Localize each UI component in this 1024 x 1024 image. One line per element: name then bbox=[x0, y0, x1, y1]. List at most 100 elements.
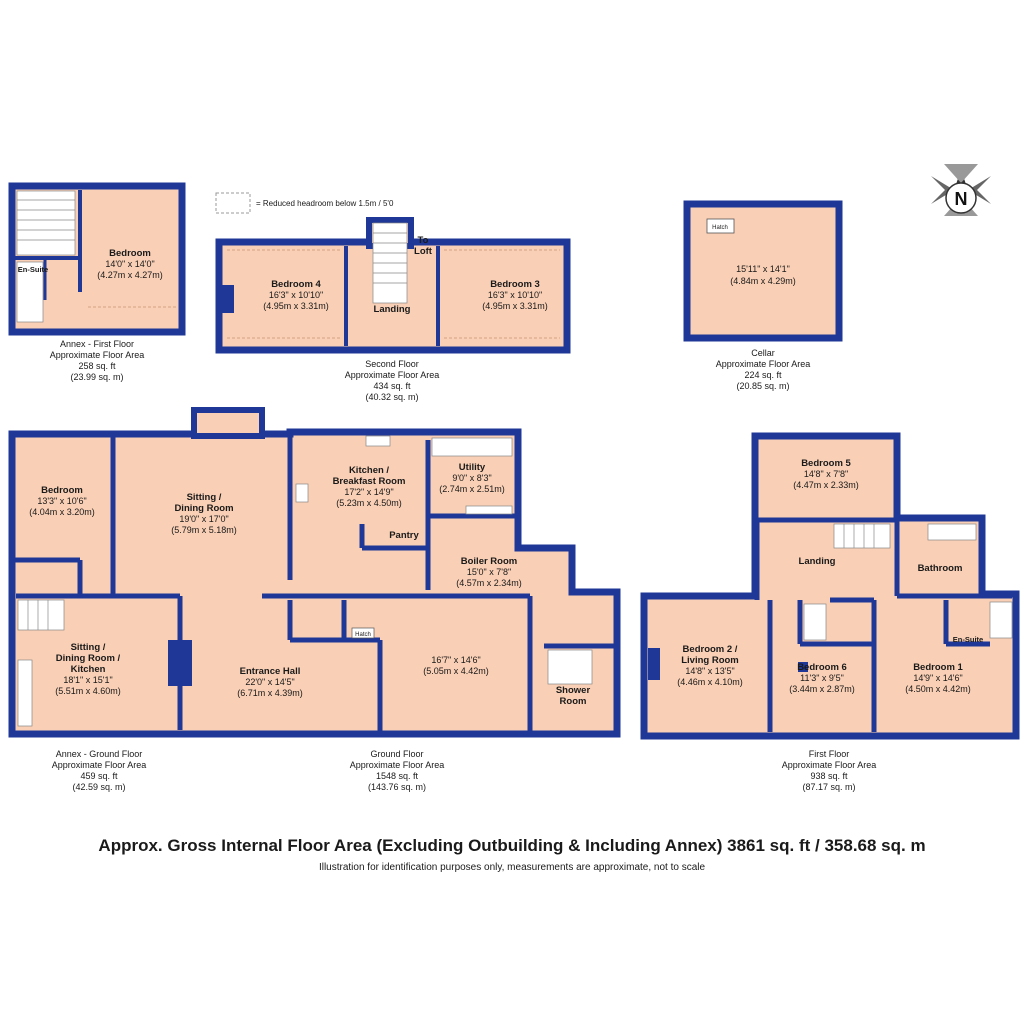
label-ground_floor-kitchen-metric: (5.23m x 4.50m) bbox=[336, 498, 402, 508]
compass-icon: N bbox=[931, 164, 991, 216]
label-second_floor-bedroom3-metric: (4.95m x 3.31m) bbox=[482, 301, 548, 311]
label-cellar-metric: (4.84m x 4.29m) bbox=[730, 276, 796, 286]
label-first_floor-bedroom2-name1: Bedroom 2 / bbox=[683, 644, 738, 655]
label-first_floor-caption-0: First Floor bbox=[809, 749, 850, 759]
compass-label: N bbox=[955, 189, 968, 209]
label-ground_floor-annex_kitchen-metric: (5.51m x 4.60m) bbox=[55, 686, 121, 696]
label-first_floor-ensuite: En-Suite bbox=[953, 635, 983, 644]
label-first_floor-bedroom2-imperial: 14'8" x 13'5" bbox=[685, 666, 734, 676]
label-second_floor-bedroom4-name: Bedroom 4 bbox=[271, 279, 321, 290]
label-ground_floor-shower-name2: Room bbox=[560, 696, 587, 707]
label-first_floor-bedroom1-metric: (4.50m x 4.42m) bbox=[905, 684, 971, 694]
label-ground_floor-boiler-imperial: 15'0" x 7'8" bbox=[467, 567, 511, 577]
label-second_floor-bedroom3-imperial: 16'3" x 10'10" bbox=[488, 290, 542, 300]
label-first_floor-caption-1: Approximate Floor Area bbox=[782, 760, 877, 770]
label-ground_floor-bedroom-metric: (4.04m x 3.20m) bbox=[29, 507, 95, 517]
label-annex_first-caption-3: (23.99 sq. m) bbox=[70, 372, 123, 382]
label-annex_first-caption-1: Approximate Floor Area bbox=[50, 350, 145, 360]
label-ground_floor-shower-name1: Shower bbox=[556, 685, 591, 696]
stairs-icon bbox=[16, 190, 76, 256]
label-ground_floor-sitting_dining-metric: (5.79m x 5.18m) bbox=[171, 525, 237, 535]
label-ground_floor-boiler-name: Boiler Room bbox=[461, 556, 517, 567]
label-second_floor-caption-0: Second Floor bbox=[365, 359, 419, 369]
label-ground_floor-entrance-name: Entrance Hall bbox=[240, 666, 301, 677]
label-ground_floor-annex_caption-3: (42.59 sq. m) bbox=[72, 782, 125, 792]
label-first_floor-landing: Landing bbox=[799, 556, 836, 567]
legend-text: = Reduced headroom below 1.5m / 5'0 bbox=[256, 199, 394, 208]
label-ground_floor-kitchen-imperial: 17'2" x 14'9" bbox=[344, 487, 393, 497]
label-cellar-caption-3: (20.85 sq. m) bbox=[736, 381, 789, 391]
label-first_floor-bedroom5-metric: (4.47m x 2.33m) bbox=[793, 480, 859, 490]
label-second_floor-caption-2: 434 sq. ft bbox=[373, 381, 411, 391]
label-cellar-caption-1: Approximate Floor Area bbox=[716, 359, 811, 369]
cellar: Hatch 15'11" x 14'1" (4.84m x 4.29m) Cel… bbox=[683, 200, 843, 391]
label-ground_floor-sitting_dining-name1: Sitting / bbox=[187, 492, 222, 503]
label-second_floor-bedroom4-imperial: 16'3" x 10'10" bbox=[269, 290, 323, 300]
label-first_floor-bedroom5-imperial: 14'8" x 7'8" bbox=[804, 469, 848, 479]
label-ground_floor-boiler-metric: (4.57m x 2.34m) bbox=[456, 578, 522, 588]
disclaimer: Illustration for identification purposes… bbox=[318, 862, 706, 873]
first-floor: Bedroom 5 14'8" x 7'8" (4.47m x 2.33m) L… bbox=[640, 432, 1020, 792]
annex-bedroom-metric: (4.27m x 4.27m) bbox=[97, 270, 163, 280]
label-cellar-caption-2: 224 sq. ft bbox=[744, 370, 782, 380]
label-ground_floor-hatch: Hatch bbox=[355, 632, 371, 638]
label-ground_floor-kitchen-name1: Kitchen / bbox=[349, 465, 389, 476]
label-first_floor-bedroom1-name: Bedroom 1 bbox=[913, 662, 963, 673]
label-ground_floor-annex_caption-0: Annex - Ground Floor bbox=[56, 749, 143, 759]
label-first_floor-bathroom: Bathroom bbox=[918, 563, 963, 574]
label-ground_floor-room-imperial: 16'7" x 14'6" bbox=[431, 655, 480, 665]
label-cellar-hatch: Hatch bbox=[712, 225, 728, 231]
label-ground_floor-room-metric: (5.05m x 4.42m) bbox=[423, 666, 489, 676]
label-ground_floor-sitting_dining-imperial: 19'0" x 17'0" bbox=[179, 514, 228, 524]
label-cellar-imperial: 15'11" x 14'1" bbox=[736, 264, 790, 274]
label-second_floor-landing: Landing bbox=[374, 304, 411, 315]
label-ground_floor-bedroom-imperial: 13'3" x 10'6" bbox=[37, 496, 86, 506]
label-ground_floor-annex_caption-2: 459 sq. ft bbox=[80, 771, 118, 781]
label-ground_floor-utility-name: Utility bbox=[459, 462, 486, 473]
label-ground_floor-pantry: Pantry bbox=[389, 530, 419, 541]
label-second_floor-bedroom3-name: Bedroom 3 bbox=[490, 279, 540, 290]
label-ground_floor-annex_kitchen-imperial: 18'1" x 15'1" bbox=[63, 675, 112, 685]
ground-floor: Hatch Bedroom 13'3" x 10'6" (4.04m x 3.2… bbox=[8, 407, 621, 792]
label-second_floor-to_loft-1: Loft bbox=[414, 246, 433, 257]
label-ground_floor-caption-1: Approximate Floor Area bbox=[350, 760, 445, 770]
label-ground_floor-kitchen-name2: Breakfast Room bbox=[333, 476, 406, 487]
label-cellar-caption-0: Cellar bbox=[751, 348, 775, 358]
label-annex_first-caption-0: Annex - First Floor bbox=[60, 339, 134, 349]
label-ground_floor-annex_kitchen-name1: Sitting / bbox=[71, 642, 106, 653]
label-ground_floor-utility-metric: (2.74m x 2.51m) bbox=[439, 484, 505, 494]
label-first_floor-bedroom6-name: Bedroom 6 bbox=[797, 662, 847, 673]
label-ground_floor-annex_kitchen-name3: Kitchen bbox=[71, 664, 106, 675]
label-second_floor-caption-3: (40.32 sq. m) bbox=[365, 392, 418, 402]
label-second_floor-bedroom4-metric: (4.95m x 3.31m) bbox=[263, 301, 329, 311]
label-first_floor-bedroom5-name: Bedroom 5 bbox=[801, 458, 851, 469]
label-ground_floor-annex_kitchen-name2: Dining Room / bbox=[56, 653, 121, 664]
label-first_floor-bedroom2-name2: Living Room bbox=[681, 655, 739, 666]
label-second_floor-to_loft-0: To bbox=[418, 235, 429, 246]
label-first_floor-caption-3: (87.17 sq. m) bbox=[802, 782, 855, 792]
second-floor: Bedroom 4 16'3" x 10'10" (4.95m x 3.31m)… bbox=[215, 217, 571, 402]
label-first_floor-bedroom6-metric: (3.44m x 2.87m) bbox=[789, 684, 855, 694]
label-ground_floor-sitting_dining-name2: Dining Room bbox=[174, 503, 233, 514]
annex-bedroom-name: Bedroom bbox=[109, 248, 151, 259]
label-annex_first-caption-2: 258 sq. ft bbox=[78, 361, 116, 371]
label-second_floor-caption-1: Approximate Floor Area bbox=[345, 370, 440, 380]
label-ground_floor-utility-imperial: 9'0" x 8'3" bbox=[452, 473, 491, 483]
label-first_floor-caption-2: 938 sq. ft bbox=[810, 771, 848, 781]
label-ground_floor-bedroom-name: Bedroom bbox=[41, 485, 83, 496]
label-ground_floor-entrance-imperial: 22'0" x 14'5" bbox=[245, 677, 294, 687]
label-ground_floor-entrance-metric: (6.71m x 4.39m) bbox=[237, 688, 303, 698]
label-first_floor-bedroom1-imperial: 14'9" x 14'6" bbox=[913, 673, 962, 683]
label-ground_floor-caption-2: 1548 sq. ft bbox=[376, 771, 419, 781]
annex-first-floor: Bedroom 14'0" x 14'0" (4.27m x 4.27m) En… bbox=[8, 182, 186, 382]
label-ground_floor-annex_caption-1: Approximate Floor Area bbox=[52, 760, 147, 770]
total-floor-area: Approx. Gross Internal Floor Area (Exclu… bbox=[98, 836, 926, 855]
annex-ensuite-label: En-Suite bbox=[18, 265, 48, 274]
label-first_floor-bedroom6-imperial: 11'3" x 9'5" bbox=[800, 673, 844, 683]
legend-swatch bbox=[215, 192, 251, 214]
label-first_floor-bedroom2-metric: (4.46m x 4.10m) bbox=[677, 677, 743, 687]
label-ground_floor-caption-3: (143.76 sq. m) bbox=[368, 782, 426, 792]
label-ground_floor-caption-0: Ground Floor bbox=[370, 749, 423, 759]
annex-bedroom-imperial: 14'0" x 14'0" bbox=[105, 259, 154, 269]
